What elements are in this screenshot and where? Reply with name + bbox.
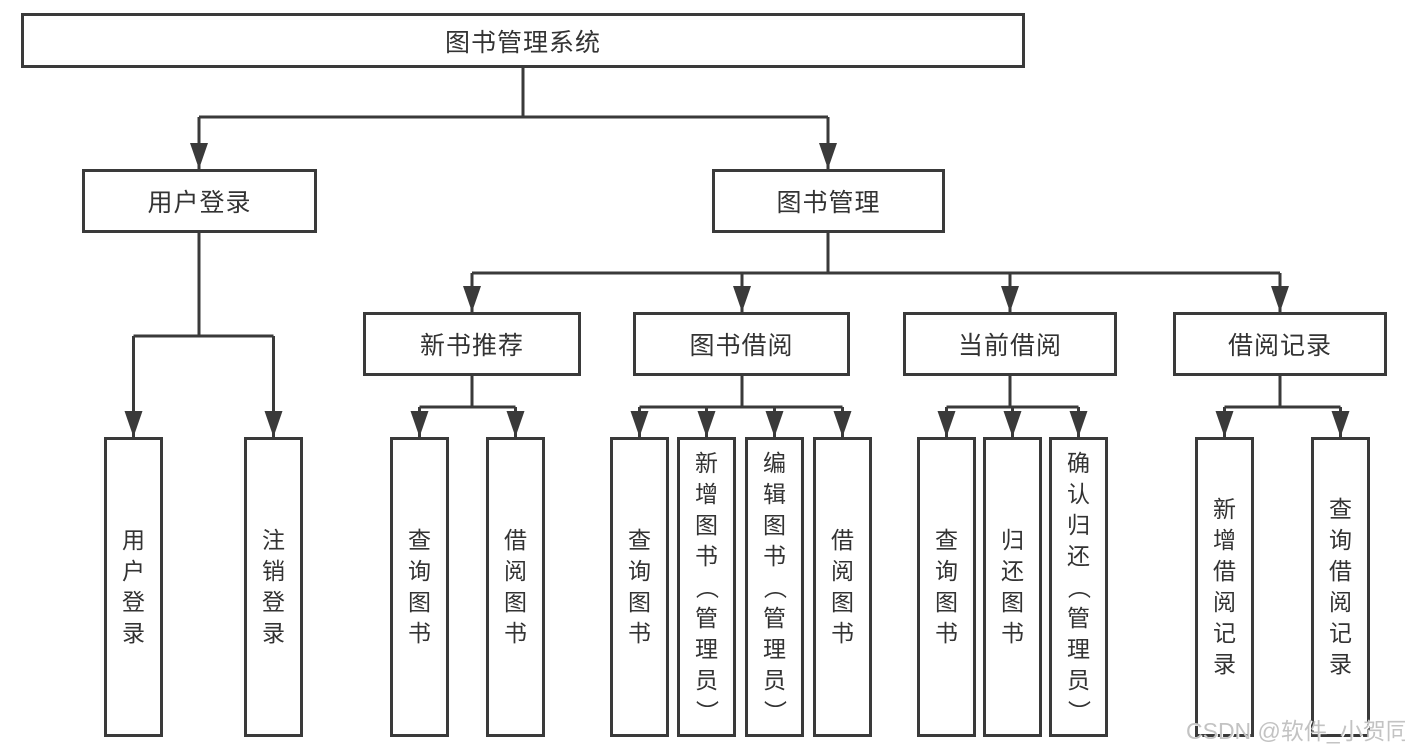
node-cb-confirm-return-admin: 确认归还（管理员） [1049,437,1108,737]
node-br-query-record: 查询借阅记录 [1311,437,1370,737]
connector-bus-book-management [472,233,1280,275]
connector-bus-current-borrow [946,376,1079,409]
node-book-borrow: 图书借阅 [633,312,850,376]
node-book-management: 图书管理 [712,169,945,233]
node-bb-add-book-admin: 新增图书（管理员） [677,437,736,737]
node-rec-query-book: 查询图书 [390,437,449,737]
csdn-watermark: CSDN @软件_小贺同学 [1186,718,1405,744]
node-bb-borrow-book: 借阅图书 [813,437,872,737]
connector-bus-root [199,68,828,119]
node-current-borrow: 当前借阅 [903,312,1117,376]
node-root: 图书管理系统 [21,13,1025,68]
node-user-login: 用户登录 [82,169,317,233]
connector-bus-book-borrow [639,376,843,409]
node-leaf-user-login: 用户登录 [104,437,163,737]
node-cb-return-book: 归还图书 [983,437,1042,737]
connector-bus-borrow-records [1224,376,1341,409]
node-bb-query-book: 查询图书 [610,437,669,737]
node-cb-query-book: 查询图书 [917,437,976,737]
node-br-add-record: 新增借阅记录 [1195,437,1254,737]
connector-bus-user-login [133,233,274,338]
node-leaf-logout: 注销登录 [244,437,303,737]
node-rec-borrow-book: 借阅图书 [486,437,545,737]
node-new-book-recommend: 新书推荐 [363,312,581,376]
node-borrow-records: 借阅记录 [1173,312,1387,376]
node-bb-edit-book-admin: 编辑图书（管理员） [745,437,804,737]
connector-bus-new-book-recommend [419,376,516,409]
